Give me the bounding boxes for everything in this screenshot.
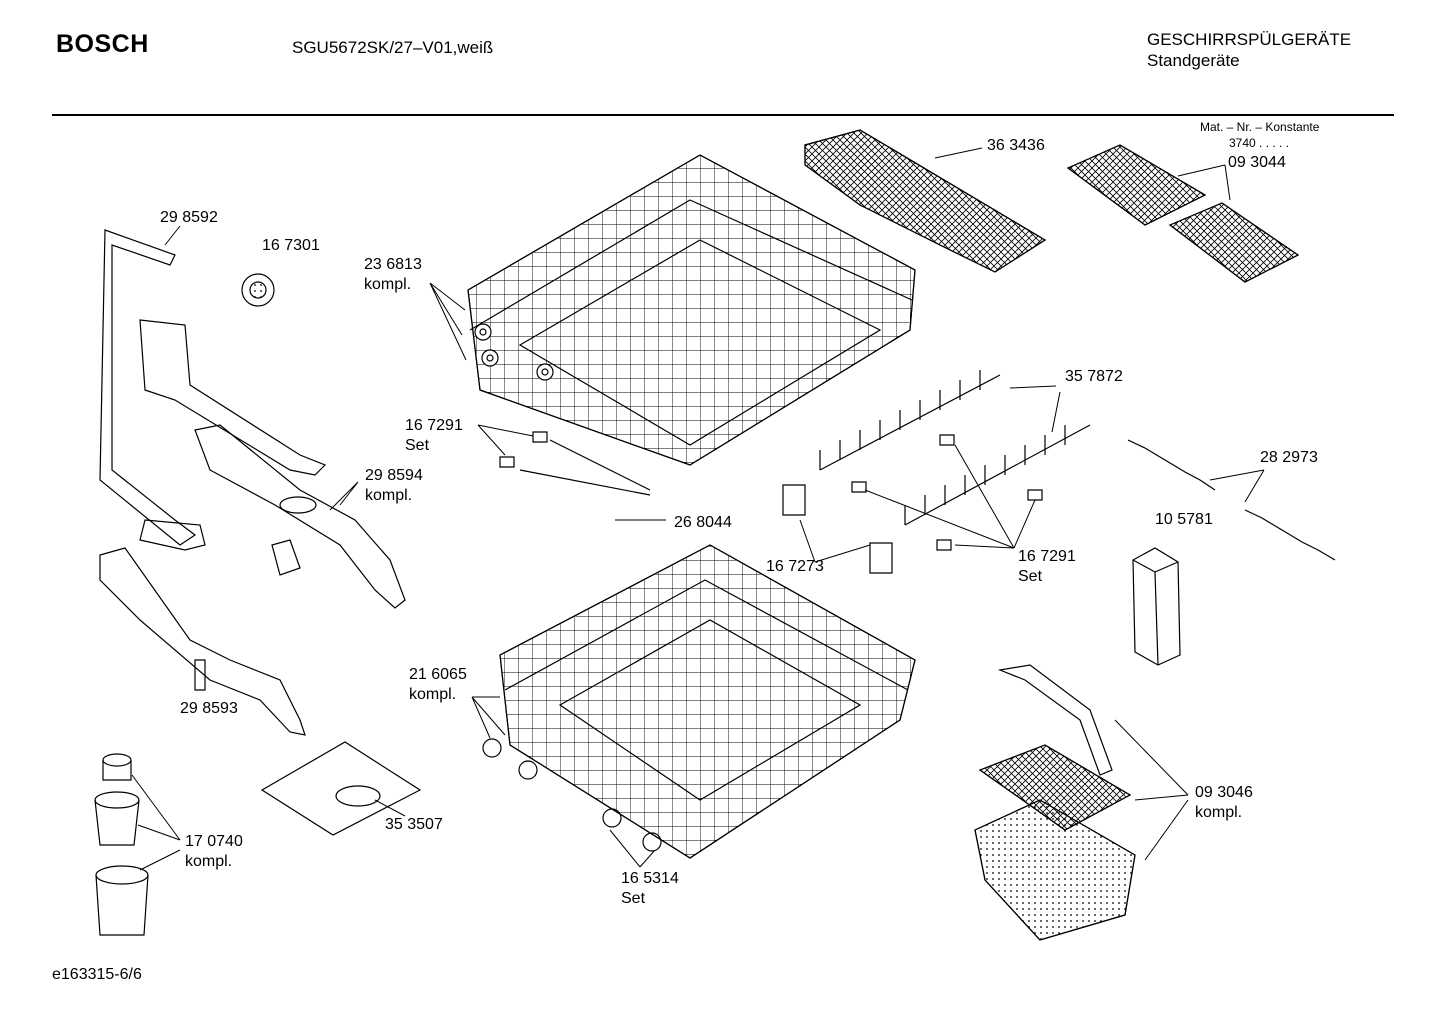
spray-arm-pipe-drawing: [100, 230, 325, 550]
header-divider: [52, 114, 1394, 116]
part-label-170740: 17 0740 kompl.: [185, 832, 243, 872]
upper-spray-arm-drawing: [195, 425, 405, 608]
part-label-268044: 26 8044: [674, 513, 732, 533]
part-number: 21 6065: [409, 666, 467, 683]
step-racks-drawing: [1128, 440, 1335, 560]
part-number: 09 3044: [1228, 154, 1286, 171]
part-number: 16 5314: [621, 870, 679, 887]
part-label-093046: 09 3046 kompl.: [1195, 783, 1253, 823]
lower-spray-arm-drawing: [100, 548, 305, 735]
part-label-298592: 29 8592: [160, 208, 218, 228]
filter-set-drawing: [95, 754, 148, 935]
part-label-105781: 10 5781: [1155, 510, 1213, 530]
part-number: 35 3507: [385, 816, 443, 833]
part-label-353507: 35 3507: [385, 815, 443, 835]
part-number: 28 2973: [1260, 449, 1318, 466]
part-label-167273: 16 7273: [766, 557, 824, 577]
part-number: 16 7273: [766, 558, 824, 575]
part-label-357872: 35 7872: [1065, 367, 1123, 387]
part-note: kompl.: [409, 686, 457, 703]
part-number: 23 6813: [364, 256, 422, 273]
mat-nr-label: Mat. – Nr. – Konstante: [1200, 120, 1320, 134]
part-label-363436: 36 3436: [987, 136, 1045, 156]
brand-logo: BOSCH: [56, 30, 149, 58]
mat-nr-value: 3740 . . . . .: [1229, 136, 1290, 150]
part-note: Set: [405, 437, 430, 454]
part-number: 16 7291: [1018, 548, 1076, 565]
part-label-167301: 16 7301: [262, 236, 320, 256]
part-note: kompl.: [185, 853, 233, 870]
part-note: Set: [621, 890, 646, 907]
part-number: 26 8044: [674, 514, 732, 531]
cutlery-basket-drawing: [975, 665, 1135, 940]
part-note: kompl.: [364, 276, 412, 293]
part-note: Set: [1018, 568, 1043, 585]
part-label-236813: 23 6813 kompl.: [364, 255, 422, 295]
category-subtitle: Standgeräte: [1147, 51, 1240, 70]
part-label-216065: 21 6065 kompl.: [409, 665, 467, 705]
lower-basket-drawing: [500, 545, 915, 858]
part-number: 09 3046: [1195, 784, 1253, 801]
part-number: 17 0740: [185, 833, 243, 850]
small-grids-drawing: [1068, 145, 1298, 282]
part-note: kompl.: [1195, 804, 1243, 821]
part-number: 29 8593: [180, 700, 238, 717]
part-label-093044: 09 3044: [1228, 153, 1286, 173]
model-number: SGU5672SK/27–V01,weiß: [292, 38, 494, 57]
leader-lines: [132, 148, 1264, 870]
sump-cover-drawing: [262, 742, 420, 835]
cutlery-tray-drawing: [805, 130, 1045, 272]
category-title: GESCHIRRSPÜLGERÄTE: [1147, 30, 1352, 49]
part-number: 29 8594: [365, 467, 423, 484]
part-number: 16 7291: [405, 417, 463, 434]
part-number: 29 8592: [160, 209, 218, 226]
part-number: 36 3436: [987, 137, 1045, 154]
clips-and-wheels-drawing: [483, 432, 1042, 851]
upper-basket-drawing: [468, 155, 915, 465]
part-number: 35 7872: [1065, 368, 1123, 385]
part-label-298593: 29 8593: [180, 699, 238, 719]
cutlery-holder-drawing: [1133, 548, 1180, 665]
part-label-282973: 28 2973: [1260, 448, 1318, 468]
tine-racks-drawing: [520, 370, 1090, 525]
part-label-298594: 29 8594 kompl.: [365, 466, 423, 506]
part-number: 10 5781: [1155, 511, 1213, 528]
part-note: kompl.: [365, 487, 413, 504]
part-number: 16 7301: [262, 237, 320, 254]
document-id: e163315-6/6: [52, 966, 142, 983]
